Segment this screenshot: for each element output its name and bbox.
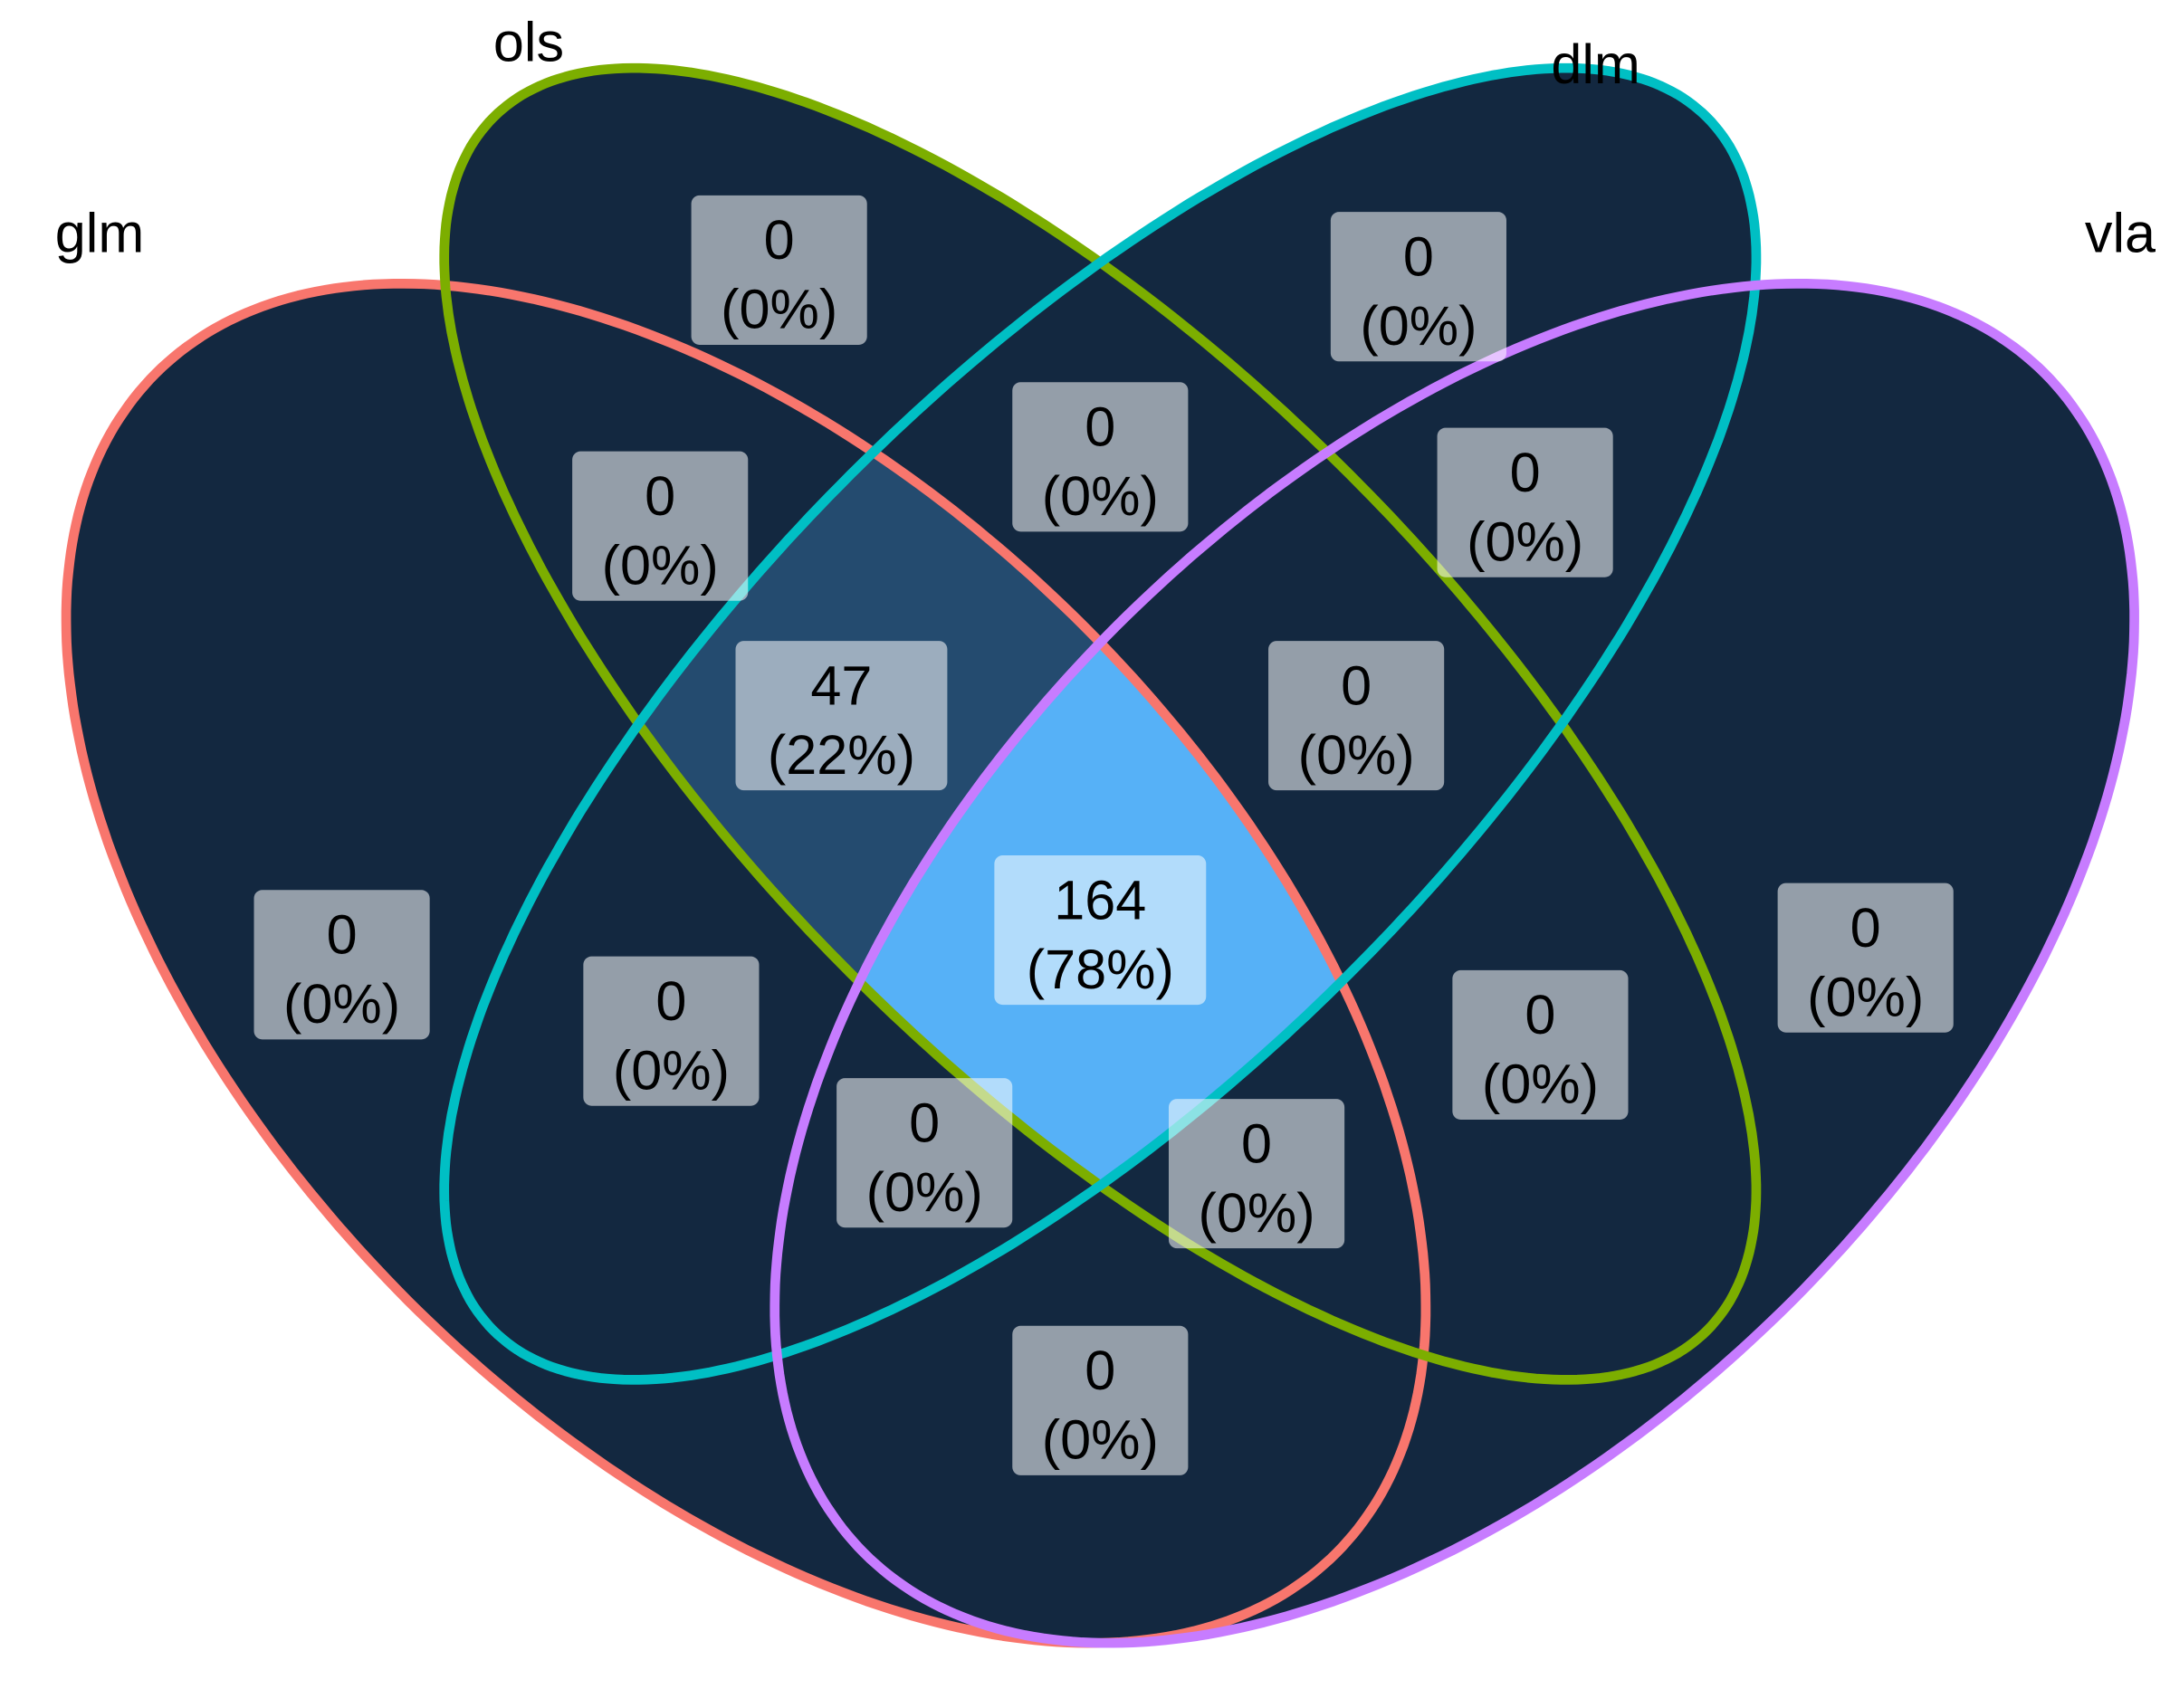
region-percent: (0%) <box>1042 1409 1159 1471</box>
region-count: 0 <box>764 209 795 271</box>
region-label-box <box>1268 641 1445 791</box>
region-label-glm-dlm-vla: 0 (0%) <box>836 1078 1013 1228</box>
region-count: 0 <box>1525 984 1555 1045</box>
region-count: 0 <box>1341 654 1372 716</box>
region-label-box <box>1330 212 1506 362</box>
region-count: 0 <box>645 465 675 527</box>
region-percent: (0%) <box>1360 295 1477 357</box>
region-percent: (0%) <box>721 279 837 340</box>
region-label-box <box>691 195 867 345</box>
region-label-box <box>994 855 1207 1006</box>
region-percent: (0%) <box>1807 966 1924 1027</box>
region-count: 0 <box>1085 396 1115 458</box>
region-count: 0 <box>1403 226 1434 288</box>
region-labels: 0 (0%) 0 (0%) 0 (0%) 0 (0%) 0 (0%) 47 (22%) 0 (0%) 0 (0… <box>253 195 1954 1475</box>
set-label-glm: glm <box>55 203 145 264</box>
region-label-glm-ols: 0 (0%) <box>572 451 749 601</box>
region-percent: (0%) <box>283 973 400 1035</box>
outline-glm <box>61 279 1431 1648</box>
region-label-glm: 0 (0%) <box>253 890 430 1040</box>
region-label-dlm-vla: 0 (0%) <box>1437 427 1613 577</box>
region-label-box <box>1168 1099 1345 1249</box>
region-label-glm-ols-dlm-vla: 164 (78%) <box>994 855 1207 1006</box>
set-label-dlm: dlm <box>1551 33 1640 95</box>
region-label-box <box>253 890 430 1040</box>
region-percent: (0%) <box>1042 465 1159 527</box>
region-label-ols-dlm: 0 (0%) <box>1012 382 1189 532</box>
region-label-box <box>836 1078 1013 1228</box>
region-percent: (0%) <box>1467 510 1583 572</box>
region-label-glm-vla: 0 (0%) <box>1012 1325 1189 1475</box>
region-count: 0 <box>327 904 358 966</box>
region-label-box <box>735 641 948 791</box>
region-label-glm-ols-dlm: 47 (22%) <box>735 641 948 791</box>
region-percent: (78%) <box>1027 939 1174 1000</box>
region-label-box <box>572 451 749 601</box>
region-label-vla: 0 (0%) <box>1777 883 1954 1033</box>
region-label-glm-ols-vla: 0 (0%) <box>1168 1099 1345 1249</box>
set-labels: glm ols dlm vla <box>55 12 2156 264</box>
outline-vla <box>770 279 2139 1648</box>
region-label-ols: 0 (0%) <box>691 195 867 345</box>
region-label-box <box>1452 969 1629 1121</box>
region-count: 0 <box>1850 897 1881 959</box>
region-percent: (0%) <box>602 534 719 596</box>
region-count: 0 <box>1085 1340 1115 1401</box>
region-label-box <box>1437 427 1613 577</box>
region-percent: (0%) <box>1482 1054 1599 1115</box>
outline-dlm <box>439 62 1762 1385</box>
region-label-box <box>583 956 760 1106</box>
region-percent: (0%) <box>1199 1182 1315 1244</box>
region-percent: (0%) <box>613 1039 730 1101</box>
region-percent: (0%) <box>1298 724 1415 786</box>
region-label-box <box>1012 1325 1189 1475</box>
region-label-ols-dlm-vla: 0 (0%) <box>1268 641 1445 791</box>
region-count: 0 <box>909 1092 940 1153</box>
region-label-box <box>1012 382 1189 532</box>
region-label-dlm: 0 (0%) <box>1330 212 1506 362</box>
region-count: 0 <box>1510 442 1541 503</box>
region-count: 47 <box>810 654 872 716</box>
set-label-vla: vla <box>2085 203 2156 264</box>
set-label-ols: ols <box>493 12 564 73</box>
region-label-box <box>1777 883 1954 1033</box>
region-count: 0 <box>1241 1112 1272 1174</box>
region-count: 164 <box>1054 869 1146 930</box>
region-percent: (22%) <box>768 724 915 786</box>
region-count: 0 <box>655 970 686 1032</box>
region-label-ols-vla: 0 (0%) <box>1452 969 1629 1121</box>
region-label-glm-dlm: 0 (0%) <box>583 956 760 1106</box>
region-percent: (0%) <box>866 1161 983 1223</box>
